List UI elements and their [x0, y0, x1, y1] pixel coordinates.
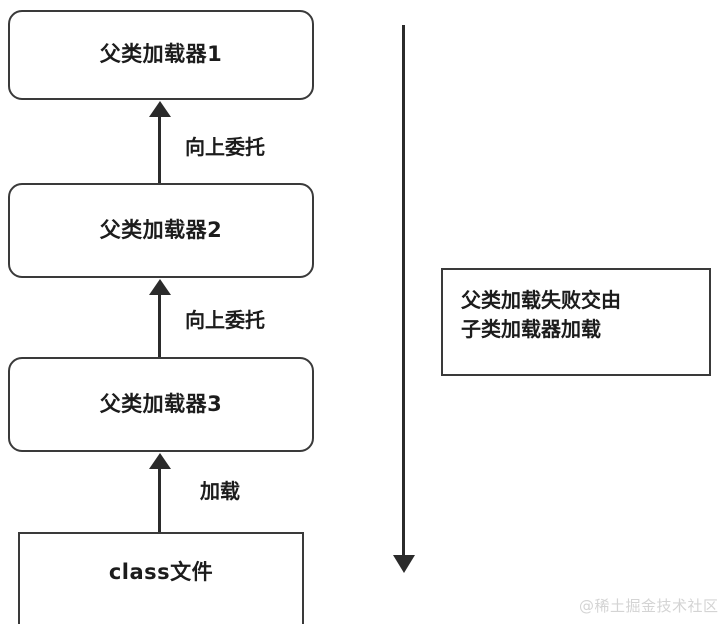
node-loader3[interactable]: 父类加载器3	[8, 357, 314, 452]
arrow-shaft	[402, 25, 405, 561]
node-loader1-label: 父类加载器1	[99, 42, 223, 67]
arrow-caption-delegate-up-2: 向上委托	[185, 308, 265, 332]
arrow-classfile-to-loader3	[149, 453, 171, 533]
arrow-shaft	[158, 289, 161, 358]
arrow-head-down-icon	[393, 555, 415, 573]
arrow-shaft	[158, 463, 161, 533]
arrow-caption-delegate-up-1: 向上委托	[185, 135, 265, 159]
arrow-downward-flow	[393, 25, 415, 573]
arrow-head-up-icon	[149, 101, 171, 117]
note-line-2: 子类加载器加载	[461, 317, 601, 341]
arrow-caption-load: 加载	[200, 479, 240, 503]
node-class-file[interactable]: class文件	[18, 532, 304, 624]
node-loader2-label: 父类加载器2	[99, 217, 223, 242]
arrow-shaft	[158, 111, 161, 184]
node-loader2[interactable]: 父类加载器2	[8, 183, 314, 278]
note-line-1: 父类加载失败交由	[461, 288, 621, 312]
node-class-file-label: class文件	[108, 560, 214, 584]
arrow-loader2-to-loader1	[149, 101, 171, 184]
watermark: @稀土掘金技术社区	[579, 597, 719, 615]
arrow-head-up-icon	[149, 279, 171, 295]
arrow-loader3-to-loader2	[149, 279, 171, 358]
note-box-fallback[interactable]: 父类加载失败交由 子类加载器加载	[441, 268, 711, 376]
node-loader1[interactable]: 父类加载器1	[8, 10, 314, 100]
arrow-head-up-icon	[149, 453, 171, 469]
node-loader3-label: 父类加载器3	[99, 391, 223, 416]
